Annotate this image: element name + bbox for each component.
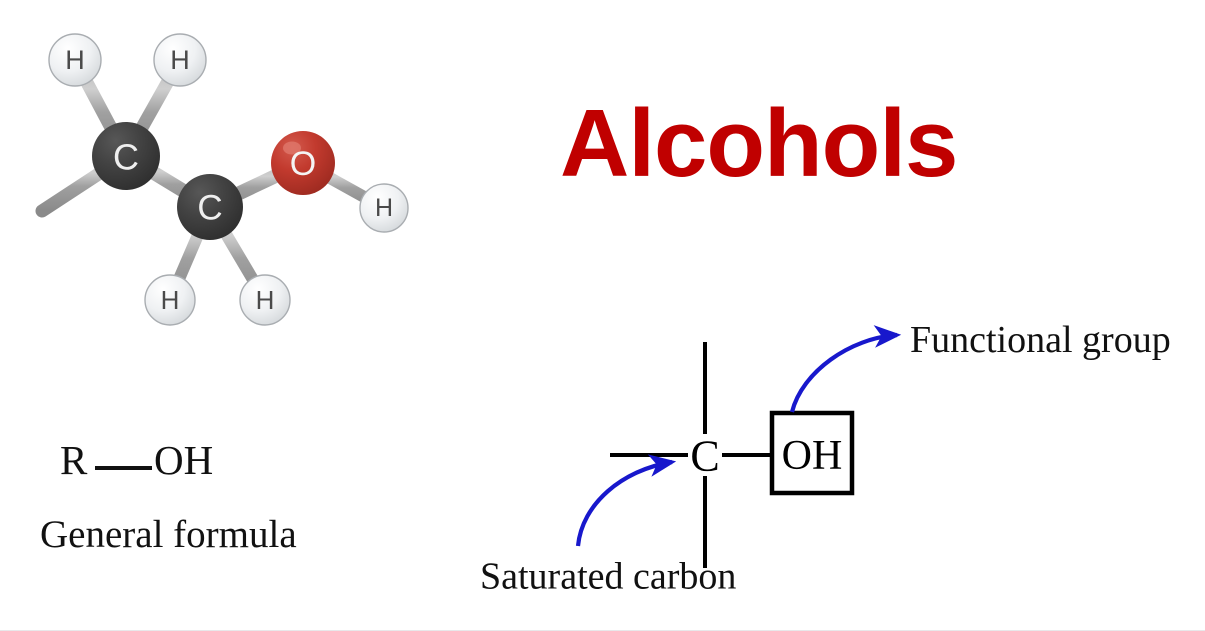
atom-h5: H [239,274,291,326]
atom-label-h3: H [375,194,393,222]
general-formula-block: R OH General formula [40,436,370,556]
functional-group-box [769,410,855,496]
general-formula-caption: General formula [40,513,297,556]
structure-oh-label: OH [782,433,843,479]
carbon-atoms: C C [92,122,243,240]
atom-label-c2: C [197,189,222,228]
atom-label-c1: C [113,137,139,178]
atom-c2: C [177,174,243,240]
molecule-svg: H H H H H [35,33,409,326]
formula-bond-line [95,466,152,470]
atom-label-h2: H [170,45,190,75]
alcohol-structure-diagram: C OH Functional group Saturated carbon [450,310,1205,600]
saturated-carbon-arrow [575,454,677,547]
formula-oh-group: OH [154,437,214,483]
ethanol-molecule-model: H H H H H [0,0,460,350]
atom-label-o1: O [290,145,316,183]
atom-h2: H [153,33,207,87]
atom-h3: H [359,183,409,233]
structure-carbon-label: C [690,432,719,481]
functional-group-arrow [789,325,902,413]
structure-svg: C OH Functional group Saturated carbon [480,319,1171,597]
atom-label-h4: H [161,285,180,315]
general-formula-line: R OH [40,436,370,492]
atom-h4: H [144,274,196,326]
functional-group-label: Functional group [910,319,1171,361]
oxygen-specular-highlight [283,141,301,155]
atom-o1: O [271,131,335,195]
atom-label-h1: H [65,45,85,75]
saturated-carbon-label: Saturated carbon [480,555,736,597]
formula-r-group: R [60,437,88,483]
atom-label-h5: H [256,285,275,315]
atom-h1: H [48,33,102,87]
atom-c1: C [92,122,160,190]
page-title: Alcohols [560,90,958,197]
hydrogen-atoms: H H H H H [48,33,409,326]
